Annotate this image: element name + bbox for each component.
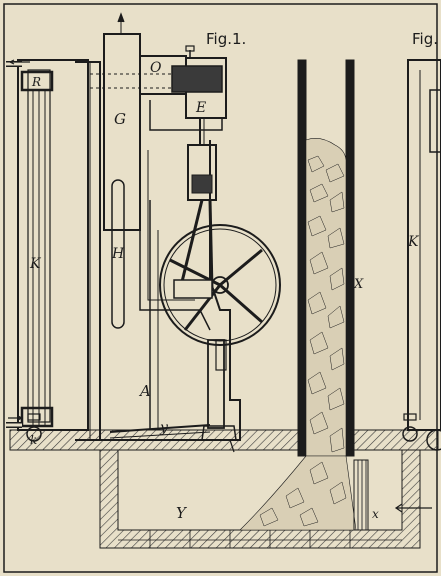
slot-H: [111, 179, 125, 329]
header-R: [20, 70, 54, 92]
chimney-G: [103, 33, 141, 231]
rubble-spill: [239, 455, 357, 531]
valve-left: [26, 426, 42, 442]
label-K-left: K: [29, 256, 42, 272]
fig2-apparatus: [402, 59, 441, 451]
label-Y: Y: [176, 504, 188, 522]
pit-bricks: [118, 530, 402, 548]
grating: [353, 459, 369, 531]
rubble-texture: [307, 155, 345, 453]
label-x: x: [372, 507, 379, 521]
label-K-right: K: [407, 234, 420, 250]
label-E: E: [195, 100, 206, 116]
crank-block: [173, 279, 213, 299]
hopper-wall-right: [345, 59, 355, 457]
fig2-column: [407, 59, 441, 431]
hopper-X: [239, 59, 432, 531]
hopper-wall-left: [297, 59, 307, 457]
piston-E: [171, 65, 223, 93]
label-A: A: [138, 382, 151, 400]
cooling-column-K: [17, 59, 89, 431]
fig2-title: Fig.: [412, 30, 438, 48]
label-y: y: [159, 420, 169, 436]
label-R: R: [31, 75, 41, 89]
label-G: G: [114, 110, 126, 128]
fig1-title: Fig.1.: [206, 30, 246, 48]
flywheel: [159, 224, 281, 346]
label-X: X: [353, 277, 364, 292]
header-k: [20, 406, 54, 428]
plate-border: [3, 3, 438, 573]
fig1-apparatus: [6, 12, 439, 549]
label-H: H: [111, 246, 125, 262]
fig2-valve: [402, 426, 418, 442]
label-k: k: [30, 433, 37, 447]
label-O: O: [150, 60, 162, 76]
pit-wall: [99, 449, 421, 549]
